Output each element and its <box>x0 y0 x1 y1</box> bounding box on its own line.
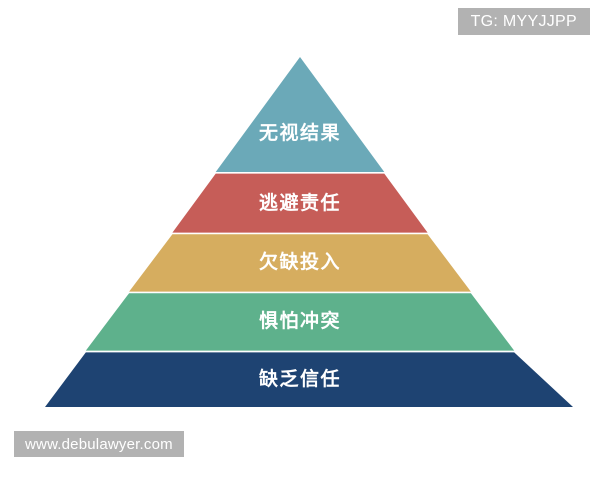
pyramid-level-3-label: 欠缺投入 <box>259 250 341 273</box>
website-watermark-badge: www.debulawyer.com <box>14 431 184 457</box>
pyramid-level-4-label: 惧怕冲突 <box>259 309 341 332</box>
telegram-watermark-text: TG: MYYJJPP <box>470 12 577 30</box>
pyramid-labels: 无视结果 逃避责任 欠缺投入 惧怕冲突 缺乏信任 <box>259 121 341 390</box>
pyramid-level-2-label: 逃避责任 <box>259 191 341 214</box>
pyramid-level-2-shape[interactable] <box>172 173 428 233</box>
website-watermark-text: www.debulawyer.com <box>25 435 173 453</box>
pyramid-level-5-label: 缺乏信任 <box>259 367 341 390</box>
pyramid-level-1-shape[interactable] <box>215 57 385 172</box>
telegram-watermark-badge: TG: MYYJJPP <box>457 8 590 35</box>
pyramid-level-1-label: 无视结果 <box>259 121 341 144</box>
pyramid-bands <box>45 57 573 407</box>
pyramid-level-5-shape[interactable] <box>45 352 573 407</box>
pyramid-level-3-shape[interactable] <box>129 234 471 292</box>
pyramid-level-4-shape[interactable] <box>85 293 515 351</box>
